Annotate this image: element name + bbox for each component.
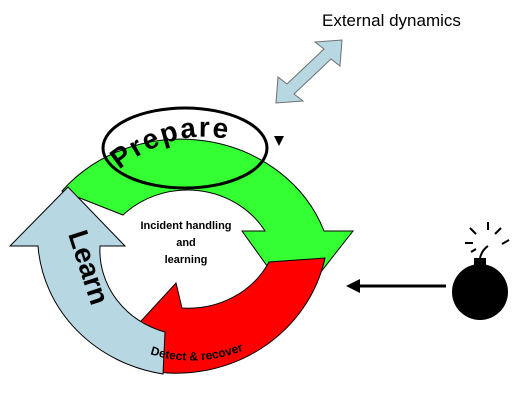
external-dynamics-label: External dynamics [322,11,461,30]
prepare-loop-ring [101,106,269,190]
detect-recover-arrow [117,257,326,374]
prepare-loop-arrowhead [274,136,284,146]
center-text-line-3: learning [165,254,208,266]
bomb-icon [452,222,510,320]
center-text-line-1: Incident handling [140,220,231,232]
learn-arrow [8,186,166,375]
center-text-line-2: and [176,237,196,249]
threat-arrowhead [346,279,360,293]
double-arrow-icon [275,39,343,104]
